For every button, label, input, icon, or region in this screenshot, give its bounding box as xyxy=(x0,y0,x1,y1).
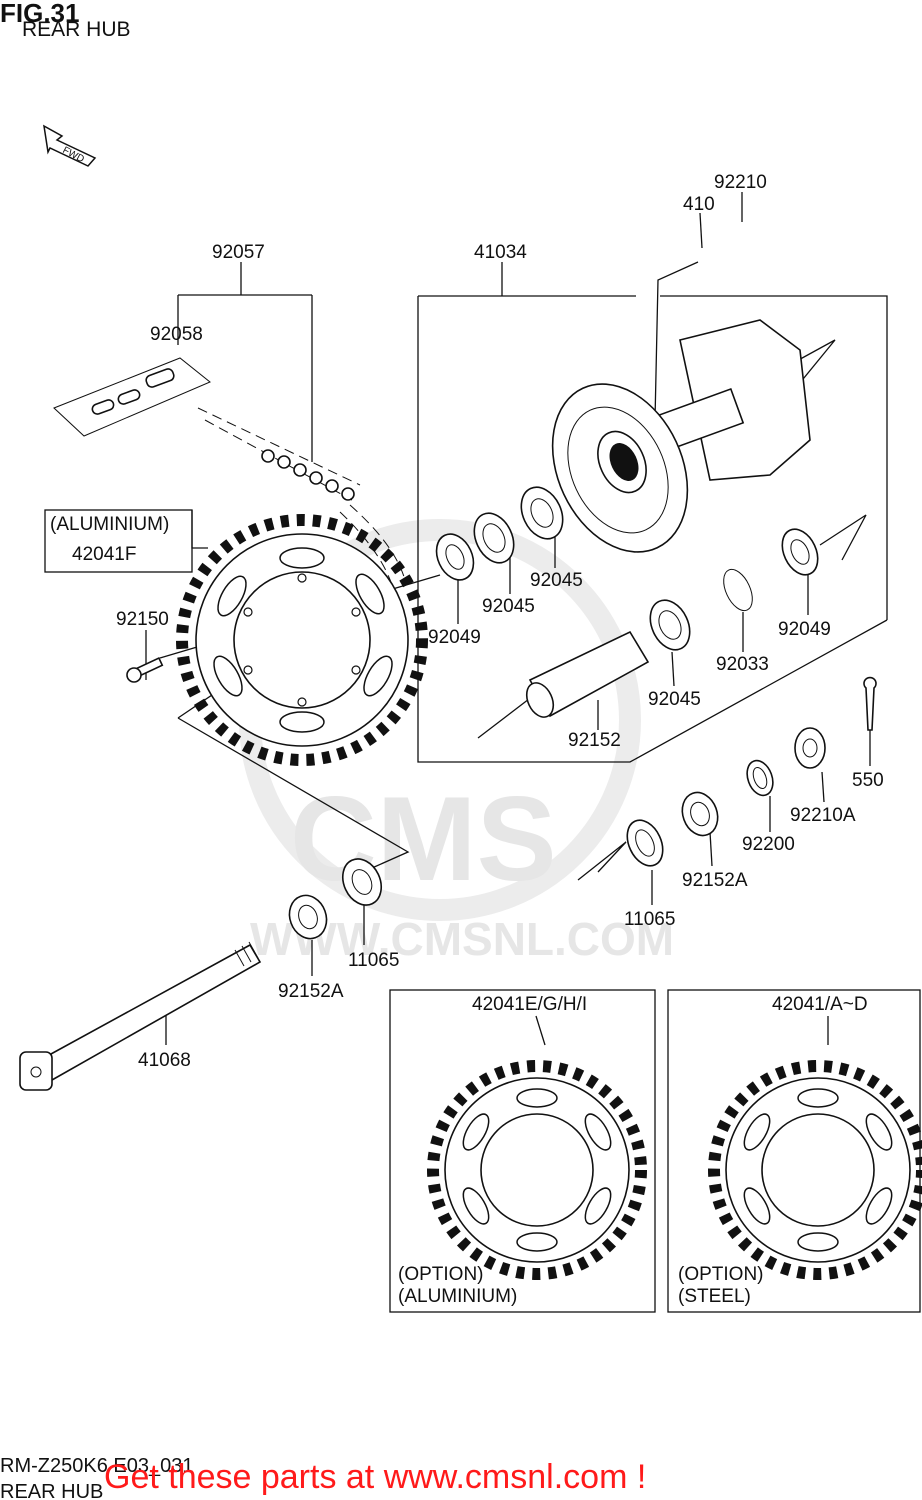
hub-spacer xyxy=(525,630,650,718)
label-92049-left: 92049 xyxy=(428,627,481,648)
label-92045-a: 92045 xyxy=(482,596,535,617)
option-part-number: 42041E/G/H/I xyxy=(472,994,587,1015)
label-92152: 92152 xyxy=(568,730,621,751)
bearings-and-seals xyxy=(435,486,819,651)
figure-number: FIG.31 xyxy=(0,0,79,28)
rear-axle xyxy=(19,941,262,1091)
label-92033: 92033 xyxy=(716,654,769,675)
label-92045-c: 92045 xyxy=(648,689,701,710)
option-box-steel: 42041/A~D (OPTION) (STEEL) xyxy=(667,989,922,1313)
label-11065-right: 11065 xyxy=(624,909,675,930)
fwd-label: FWD xyxy=(61,145,86,165)
option-part-number: 42041/A~D xyxy=(772,994,868,1015)
left-side-parts xyxy=(288,858,383,940)
drive-chain xyxy=(197,407,406,586)
label-92210a: 92210A xyxy=(790,805,856,826)
option-line2: (ALUMINIUM) xyxy=(398,1286,517,1307)
label-92210: 92210 xyxy=(714,172,767,193)
label-92045-b: 92045 xyxy=(530,570,583,591)
label-92152a-right: 92152A xyxy=(682,870,748,891)
label-92058: 92058 xyxy=(150,324,203,345)
option-line1: (OPTION) xyxy=(678,1264,764,1285)
label-550: 550 xyxy=(852,770,884,791)
fwd-arrow-icon: FWD xyxy=(43,124,97,167)
label-41068: 41068 xyxy=(138,1050,191,1071)
option-line1: (OPTION) xyxy=(398,1264,484,1285)
watermark-logo: CMS xyxy=(290,772,557,906)
label-92150: 92150 xyxy=(116,609,169,630)
sprocket-bolt xyxy=(126,656,164,683)
rear-hub xyxy=(551,319,811,553)
label-42041f: 42041F xyxy=(72,544,136,565)
footer-subtitle: REAR HUB xyxy=(0,1481,103,1500)
label-41034: 41034 xyxy=(474,242,527,263)
option-line2: (STEEL) xyxy=(678,1286,751,1307)
right-side-parts xyxy=(626,676,877,867)
option-box-aluminium: 42041E/G/H/I (OPTION) (ALUMINIUM) xyxy=(389,989,656,1313)
label-11065-left: 11065 xyxy=(348,950,399,971)
label-92200: 92200 xyxy=(742,834,795,855)
diagram-code: RM-Z250K6 E03_031 xyxy=(0,1455,193,1477)
figure-title: REAR HUB xyxy=(22,18,131,41)
master-link-parts xyxy=(53,357,211,437)
rear-sprocket-42041f xyxy=(176,514,428,766)
label-92152a-left: 92152A xyxy=(278,981,344,1002)
label-92049-right: 92049 xyxy=(778,619,831,640)
label-92057: 92057 xyxy=(212,242,265,263)
part-labels: 92057 92058 41034 410 92210 (ALUMINIUM) … xyxy=(50,172,884,1071)
label-aluminium: (ALUMINIUM) xyxy=(50,514,169,535)
label-410: 410 xyxy=(683,194,715,215)
promo-link[interactable]: Get these parts at www.cmsnl.com ! xyxy=(104,1458,646,1496)
